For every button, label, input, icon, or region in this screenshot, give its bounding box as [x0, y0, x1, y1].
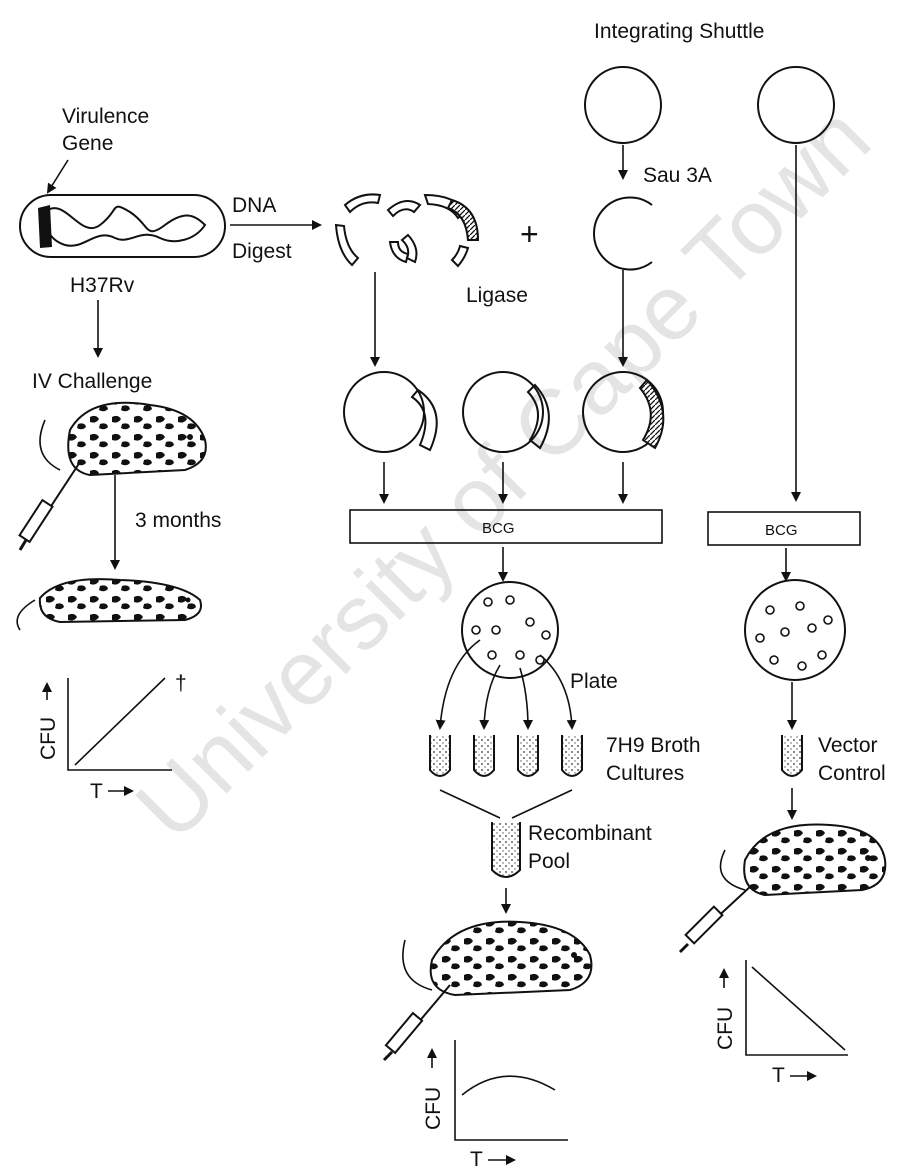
digest-label: Digest: [232, 240, 292, 263]
virulence-insert: [640, 380, 663, 448]
bcg-label-vector: BCG: [765, 522, 798, 539]
insert-1: [412, 390, 437, 450]
iv-challenge-label: IV Challenge: [32, 370, 152, 393]
syringe-icon: [20, 462, 80, 550]
graph-right: CFU T: [714, 960, 848, 1087]
mouse-sick: [17, 579, 201, 630]
graph-center: CFU T: [422, 1040, 568, 1170]
syringe-icon: [680, 885, 752, 952]
xlabel-right: T: [772, 1064, 785, 1087]
ligase-label: Ligase: [466, 284, 528, 307]
recombinant-label-2: Pool: [528, 850, 570, 873]
syringe-icon: [384, 985, 450, 1060]
xlabel-left: T: [90, 780, 103, 803]
sau3a-label: Sau 3A: [643, 164, 712, 187]
pool-line-right: [512, 790, 572, 818]
broth-label-1: 7H9 Broth: [606, 734, 701, 757]
virulence-label-2: Gene: [62, 132, 113, 155]
cut-vector: [594, 198, 652, 270]
dna-label: DNA: [232, 194, 276, 217]
shuttle-plasmid-left: [585, 67, 661, 143]
pool-line-left: [440, 790, 500, 818]
virulence-pointer-arrow: [48, 160, 68, 192]
recombinant-label-1: Recombinant: [528, 822, 652, 845]
dna-fragments: [336, 194, 478, 266]
three-months-label: 3 months: [135, 509, 221, 532]
curve-decreasing: [752, 967, 845, 1050]
recombinant-plasmid-1: [344, 372, 424, 452]
transformant-plate: [462, 582, 558, 678]
death-dagger: †: [175, 672, 187, 695]
mouse-challenge: [40, 403, 206, 475]
xlabel-center: T: [470, 1148, 483, 1170]
plate-label: Plate: [570, 670, 618, 693]
broth-tubes: [430, 735, 582, 776]
recombinant-pool-tube: [492, 822, 520, 877]
curve-rise-fall: [462, 1076, 555, 1095]
arrow-plate-tube4: [540, 655, 572, 728]
plus-sign: +: [520, 216, 539, 252]
broth-label-2: Cultures: [606, 762, 684, 785]
arrow-plate-tube1: [440, 640, 480, 728]
mouse-recombinant: [403, 922, 592, 995]
vector-plate: [745, 580, 845, 680]
ylabel-center: CFU: [422, 1087, 445, 1130]
ylabel-left: CFU: [37, 717, 60, 760]
vector-label-1: Vector: [818, 734, 878, 757]
bcg-label-main: BCG: [482, 520, 515, 537]
ylabel-right: CFU: [714, 1007, 737, 1050]
vector-control-tube: [782, 735, 802, 776]
vector-label-2: Control: [818, 762, 886, 785]
chromosome-loops: [45, 207, 205, 246]
mouse-vector: [721, 824, 886, 895]
h37rv-label: H37Rv: [70, 274, 135, 297]
virulence-label-1: Virulence: [62, 105, 149, 128]
virulence-gene-segment: [38, 205, 52, 248]
integrating-shuttle-label: Integrating Shuttle: [594, 20, 764, 43]
